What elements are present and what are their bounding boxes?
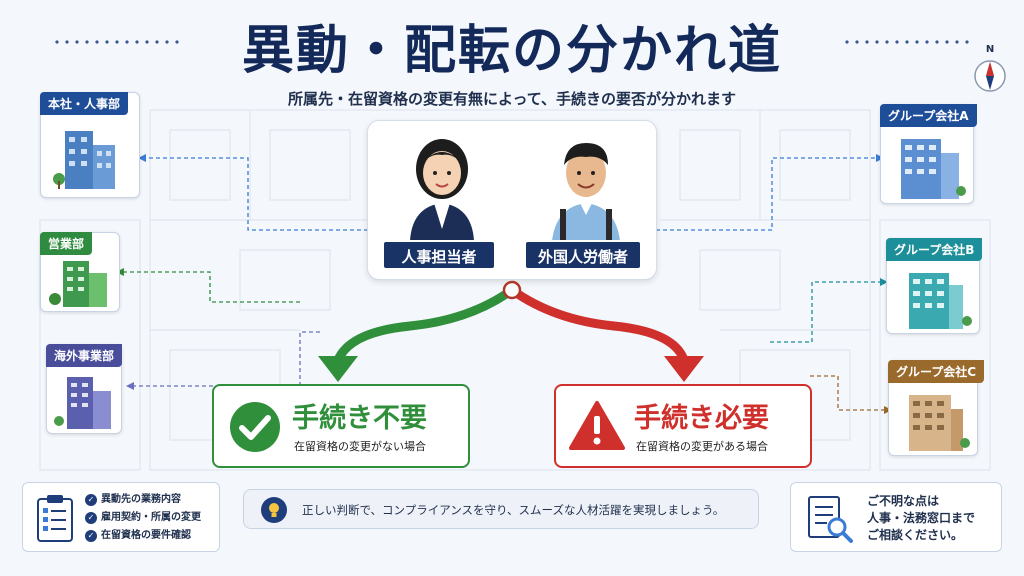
dept-group-b-label: グループ会社B — [886, 238, 983, 261]
dept-honsha: 本社・人事部 — [40, 92, 140, 198]
branch-arrow-no-procedure — [333, 285, 517, 365]
dept-group-a-label: グループ会社A — [880, 104, 977, 127]
compass-label: N — [985, 44, 995, 55]
result-no-title: 手続き不要 — [292, 403, 427, 434]
contact-text: ご不明な点は 人事・法務窓口まで ご相談ください。 — [867, 493, 975, 544]
clipboard-icon — [37, 495, 73, 542]
checklist-item: 異動先の業務内容 — [85, 491, 201, 509]
result-no-procedure: 手続き不要 在留資格の変更がない場合 — [212, 384, 470, 468]
office-building-icon — [54, 377, 111, 429]
role-tag-hr: 人事担当者 — [382, 240, 496, 270]
tip-bar: 正しい判断で、コンプライアンスを守り、スムーズな人材活躍を実現しましょう。 — [243, 489, 759, 529]
connector-group-a — [656, 157, 876, 231]
dept-group-b: グループ会社B — [886, 238, 983, 334]
dept-group-c-label: グループ会社C — [888, 360, 985, 383]
arrowhead-green — [318, 356, 358, 382]
checklist: 異動先の業務内容 雇用契約・所属の変更 在留資格の要件確認 — [85, 491, 201, 545]
page-title: 異動・配転の分かれ道 — [241, 21, 782, 81]
compass-rose-icon — [974, 60, 1006, 92]
role-tag-worker: 外国人労働者 — [524, 240, 642, 270]
dept-eigyo: 営業部 — [40, 232, 120, 312]
connector-eigyo — [124, 271, 300, 303]
dept-kaigai-label: 海外事業部 — [46, 344, 123, 367]
dept-honsha-label: 本社・人事部 — [40, 92, 129, 115]
contact-panel: ご不明な点は 人事・法務窓口まで ご相談ください。 — [790, 482, 1002, 552]
contact-line-2: 人事・法務窓口まで — [867, 511, 976, 525]
result-yes-title: 手続き必要 — [634, 403, 769, 434]
contact-line-3: ご相談ください。 — [867, 528, 964, 542]
compass-icon: N — [972, 44, 1008, 96]
page-subtitle: 所属先・在留資格の変更有無によって、手続きの要否が分かれます — [287, 90, 737, 108]
check-circle-icon — [230, 402, 280, 452]
result-yes-subtitle: 在留資格の変更がある場合 — [636, 440, 768, 453]
office-building-icon — [53, 131, 115, 189]
branch-node — [502, 280, 522, 300]
dept-group-c: グループ会社C — [888, 360, 985, 456]
branch-arrow-procedure-required — [507, 285, 689, 365]
title-dots-left — [52, 40, 182, 44]
dept-group-a: グループ会社A — [880, 104, 977, 204]
connector-group-b — [770, 281, 880, 343]
title-dots-right — [842, 40, 972, 44]
result-procedure-required: 手続き必要 在留資格の変更がある場合 — [554, 384, 812, 468]
office-building-icon — [49, 261, 107, 307]
office-building-icon — [901, 139, 966, 199]
office-building-icon — [909, 395, 970, 451]
checklist-item: 雇用契約・所属の変更 — [85, 509, 201, 527]
contact-line-1: ご不明な点は — [867, 494, 940, 508]
people-card — [367, 120, 657, 280]
connector-group-c — [810, 375, 884, 411]
office-building-icon — [909, 273, 972, 329]
tip-text: 正しい判断で、コンプライアンスを守り、スムーズな人材活躍を実現しましょう。 — [302, 503, 725, 517]
dept-kaigai: 海外事業部 — [46, 344, 123, 434]
checklist-item: 在留資格の要件確認 — [85, 527, 201, 545]
warning-triangle-icon — [569, 401, 625, 450]
arrowhead-red — [664, 356, 704, 382]
dept-eigyo-label: 営業部 — [40, 232, 93, 255]
foreign-worker-avatar-icon — [552, 143, 620, 241]
hr-staff-avatar-icon — [410, 139, 474, 241]
lightbulb-icon — [261, 497, 287, 523]
document-search-icon — [808, 496, 853, 543]
result-no-subtitle: 在留資格の変更がない場合 — [294, 440, 426, 453]
connector-honsha — [146, 157, 368, 231]
checklist-panel: 異動先の業務内容 雇用契約・所属の変更 在留資格の要件確認 — [22, 482, 220, 552]
